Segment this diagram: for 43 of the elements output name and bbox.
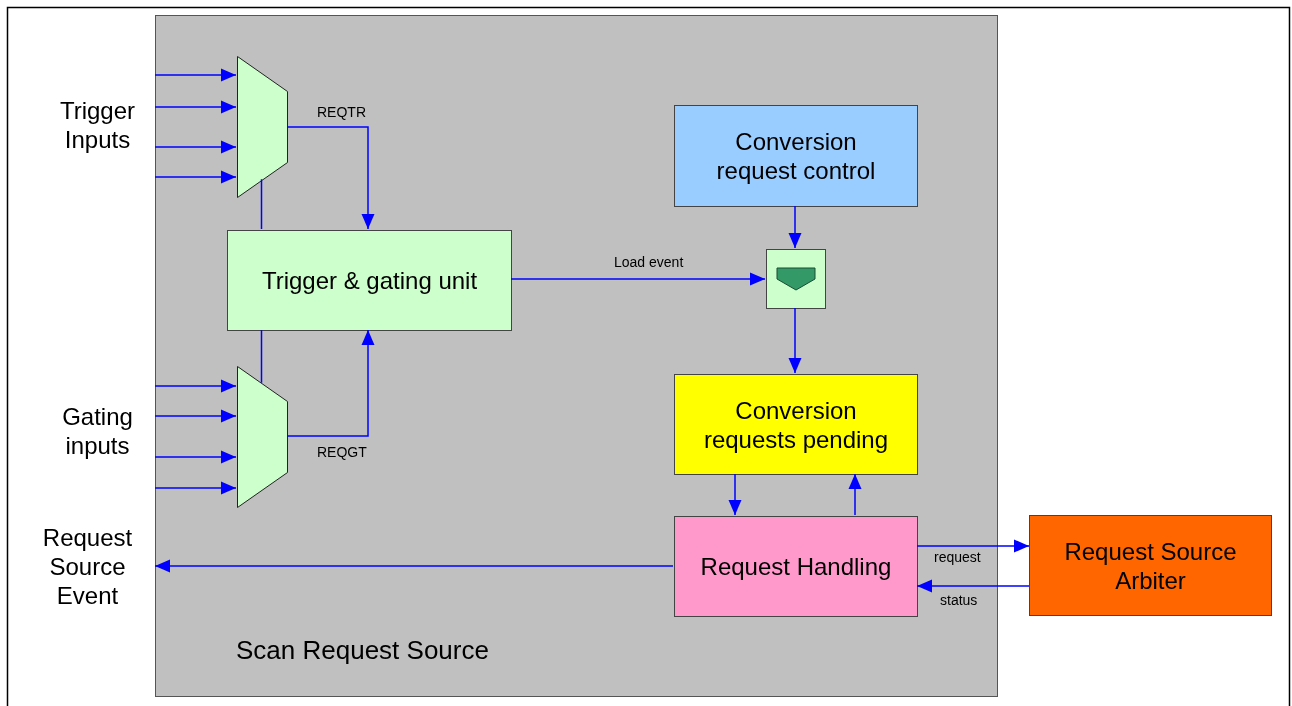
connector-line: [260, 178, 263, 230]
arrow: [154, 409, 237, 423]
arrow: [916, 539, 1030, 553]
process-box: [1029, 515, 1272, 616]
box-label: Conversion requests pending: [702, 395, 890, 454]
box-label: Conversion request control: [715, 127, 877, 185]
edge-label: Load event: [614, 254, 684, 270]
load-register-box: [766, 249, 826, 309]
arrow: [788, 205, 802, 249]
arrow: [154, 68, 237, 82]
process-box: [227, 230, 512, 331]
arrow: [728, 473, 742, 516]
box-label: Request Source Arbiter: [1063, 536, 1238, 595]
arrow: [154, 100, 237, 114]
connector-line: [260, 329, 263, 384]
side-label: Trigger Inputs: [58, 96, 137, 154]
arrow: [154, 559, 674, 573]
edge-label: status: [940, 592, 978, 608]
arrow: [788, 307, 802, 374]
arrow: [154, 170, 237, 184]
multiplexer-shape: [237, 366, 288, 508]
multiplexer-shape: [237, 56, 288, 198]
box-label: Trigger & gating unit: [260, 266, 479, 295]
side-label: Gating inputs: [61, 402, 134, 460]
edge-label: REQTR: [317, 104, 366, 120]
process-box: [674, 374, 918, 475]
process-box: [674, 105, 918, 207]
arrow: [286, 329, 375, 437]
arrow: [848, 473, 862, 516]
box-label: Request Handling: [699, 552, 893, 581]
side-label: Request Source Event: [41, 522, 134, 610]
panel-title: Scan Request Source: [236, 636, 489, 665]
arrow: [154, 450, 237, 464]
edge-label: request: [934, 549, 981, 565]
edge-label: REQGT: [317, 444, 367, 460]
process-box: [674, 516, 918, 617]
arrow: [510, 272, 766, 286]
arrow: [154, 140, 237, 154]
arrow: [154, 481, 237, 495]
arrow: [154, 379, 237, 393]
scan-request-source-panel: [155, 15, 998, 697]
arrow: [286, 126, 375, 230]
arrow: [916, 579, 1030, 593]
